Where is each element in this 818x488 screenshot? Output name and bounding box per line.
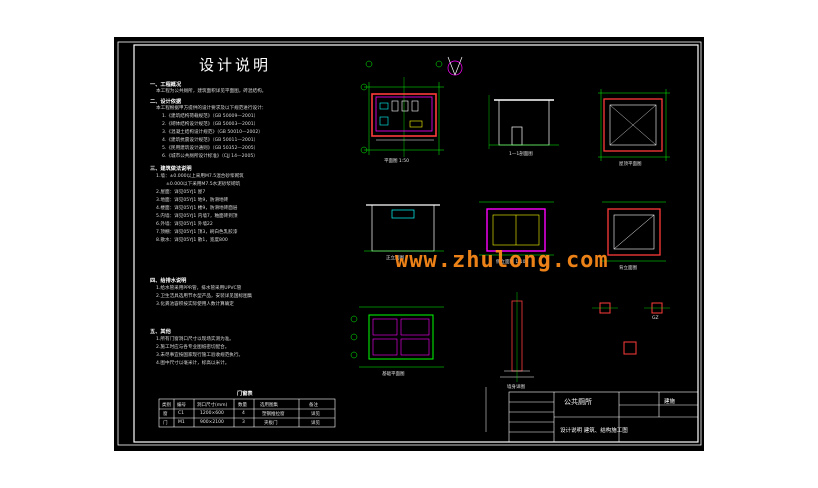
note-line: 5.内墙：详见05YJ1 内墙7，釉面砖到顶 — [156, 214, 238, 219]
table-header: 编号 — [177, 403, 186, 408]
drawing-label-plan: 平面图 1:50 — [384, 159, 410, 164]
foundation-plan — [350, 306, 444, 368]
title-block-drawing: 设计说明 建筑、结构施工图 — [560, 428, 628, 434]
wall-section-detail — [485, 292, 534, 432]
drawing-label-wall-detail: 墙身详图 — [507, 385, 525, 390]
back-elevation — [602, 201, 666, 262]
drawing-label-front-elev: 正立面图 — [386, 256, 404, 261]
table-cell: 详见 — [311, 412, 320, 417]
table-cell: 门 — [163, 421, 168, 426]
door-table-grid — [158, 398, 336, 428]
section-heading: 三、建筑做法说明 — [150, 166, 192, 172]
note-line: 3.化粪池容积按实际使用人数计算确定 — [156, 302, 234, 307]
drawing-label-foundation: 基础平面图 — [382, 372, 405, 377]
note-line: ±0.000以下采用M7.5水泥砂浆砌筑 — [166, 182, 241, 187]
drawing-sheet: 设计说明 一、工程概况 本工程为公共厕所，建筑面积详见平面图，砖混结构。 二、设… — [114, 37, 704, 451]
drawing-label-section: 1—1剖面图 — [509, 152, 533, 157]
floor-plan — [360, 60, 444, 157]
note-line: 3.地面：详见05YJ1 地9，防滑地砖 — [156, 198, 229, 203]
table-cell: C1 — [178, 411, 185, 416]
note-line: 7.顶棚：详见05YJ1 顶3，刷白色乳胶漆 — [156, 230, 238, 235]
title-block-project: 公共厕所 — [564, 398, 592, 406]
note-line: 2.施工时应与各专业图纸密切配合。 — [156, 345, 230, 350]
watermark: www.zhulong.com — [395, 248, 609, 273]
note-line: 8.散水：详见05YJ1 散1，宽度800 — [156, 238, 228, 243]
note-line: 4.图中尺寸以毫米计，标高以米计。 — [156, 361, 230, 366]
title-block-grid — [508, 391, 699, 443]
note-line: 1.所有门窗洞口尺寸以现场实测为准。 — [156, 337, 234, 342]
front-elevation — [364, 204, 444, 252]
section-1-1 — [488, 95, 559, 149]
table-header: 类别 — [162, 403, 171, 408]
table-header: 选用图集 — [260, 403, 278, 408]
drawing-lines — [117, 41, 702, 446]
section-heading: 一、工程概况 — [150, 82, 182, 88]
table-cell: 3 — [242, 420, 245, 425]
drawing-label-gz: GZ — [652, 316, 659, 321]
table-cell: 窗 — [163, 412, 168, 417]
note-line: 6.《城市公共厕所设计标准》（CJJ 14—2005） — [162, 154, 258, 159]
section-heading: 二、设计依据 — [150, 99, 182, 105]
note-line: 1.墙：±0.000以上采用M7.5混合砂浆砌筑 — [156, 174, 244, 179]
page-title: 设计说明 — [199, 56, 272, 74]
note-line: 4.楼面：详见05YJ1 楼9，防滑地砖面层 — [156, 206, 238, 211]
table-header: 洞口尺寸(mm) — [197, 403, 228, 408]
note-line: 1.《建筑结构荷载规范》（GB 50009—2001） — [162, 114, 259, 119]
door-table-title: 门窗表 — [237, 391, 253, 397]
table-cell: 1200×600 — [200, 411, 224, 416]
table-cell: 900×2100 — [200, 420, 224, 425]
table-header: 备注 — [309, 403, 318, 408]
table-cell: 4 — [242, 411, 245, 416]
drawing-label-roof: 屋顶平面图 — [619, 162, 642, 167]
side-elevation — [479, 201, 554, 256]
drawing-label-side-elev: 侧立面图 1:100 — [496, 260, 529, 265]
section-heading: 四、给排水说明 — [150, 278, 187, 284]
note-line: 3.未尽事宜按国家现行施工验收规范执行。 — [156, 353, 244, 358]
note-line: 1.给水管采用PPR管，排水管采用UPVC管 — [156, 286, 242, 291]
note-line: 2.屋面：详见05YJ1 屋7 — [156, 190, 206, 195]
table-cell: 详见 — [311, 421, 320, 426]
roof-plan — [598, 89, 670, 161]
table-header: 数量 — [238, 403, 247, 408]
note-line: 4.《建筑抗震设计规范》（GB 50011—2001） — [162, 138, 259, 143]
table-cell: 塑钢推拉窗 — [262, 412, 285, 417]
note-line: 5.《民用建筑设计通则》（GB 50352—2005） — [162, 146, 259, 151]
note-line: 2.《砌体结构设计规范》（GB 50003—2001） — [162, 122, 259, 127]
note-line: 本工程为公共厕所，建筑面积详见平面图，砖混结构。 — [156, 89, 267, 94]
note-line: 3.《混凝土结构设计规范》（GB 50010—2002） — [162, 130, 263, 135]
note-line: 本工程根据甲方提供的设计要求及以下规范进行设计： — [156, 106, 267, 111]
note-line: 6.外墙：详见05YJ1 外墙22 — [156, 222, 213, 227]
drawing-label-back-elev: 背立面图 — [619, 266, 637, 271]
north-arrow — [447, 56, 463, 76]
column-details — [592, 302, 670, 355]
section-heading: 五、其他 — [150, 329, 171, 335]
title-block-sheet: 建施 — [664, 399, 676, 405]
table-cell: 夹板门 — [264, 421, 278, 426]
note-line: 2.卫生洁具选用节水型产品，安装详见国标图集 — [156, 294, 253, 299]
table-cell: M1 — [178, 420, 185, 425]
